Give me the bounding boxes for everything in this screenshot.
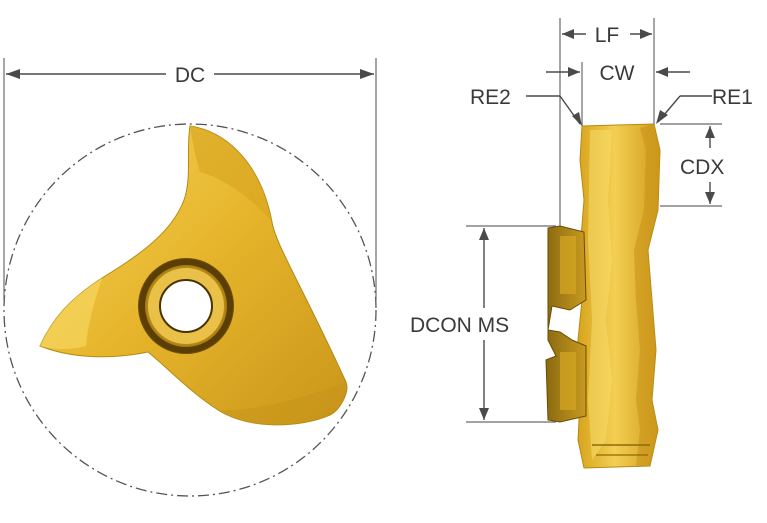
insert-facet-bottom: [218, 382, 347, 425]
re2-arrow: [572, 112, 582, 126]
insert-side-edge: [634, 124, 660, 466]
cdx-label: CDX: [680, 156, 724, 179]
insert-side-highlight: [588, 130, 612, 460]
cdx-arrow-bottom: [705, 192, 715, 204]
dcon-ms-label: DCON MS: [410, 314, 509, 337]
side-view: LF CW RE2 RE1 CDX DCON MS: [410, 18, 753, 469]
dc-arrow-right: [360, 69, 374, 79]
lf-label: LF: [595, 24, 620, 47]
dcon-arrow-top: [479, 228, 489, 240]
re1-arrow: [656, 110, 668, 124]
re2-label: RE2: [470, 86, 511, 109]
shank-face-top: [560, 236, 576, 294]
insert-facet-left: [40, 278, 102, 349]
insert-hole-outer: [139, 259, 233, 353]
cw-arrow-right: [656, 67, 668, 77]
lf-arrow-right: [640, 29, 652, 39]
cdx-arrow-top: [705, 126, 715, 138]
front-view: DC: [3, 58, 377, 497]
re1-label: RE1: [712, 86, 753, 109]
dc-label: DC: [175, 64, 205, 87]
dcon-arrow-bottom: [479, 408, 489, 420]
cw-arrow-left: [568, 67, 580, 77]
cutting-diameter-circle: [3, 123, 377, 497]
insert-hole: [159, 279, 213, 333]
dc-label-bg: [166, 60, 214, 88]
lf-label-bg: [586, 20, 630, 46]
lf-arrow-left: [562, 29, 574, 39]
shank-face-bottom: [560, 352, 576, 410]
cw-label: CW: [600, 62, 635, 85]
dc-arrow-left: [6, 69, 20, 79]
insert-facet-top: [190, 126, 272, 222]
